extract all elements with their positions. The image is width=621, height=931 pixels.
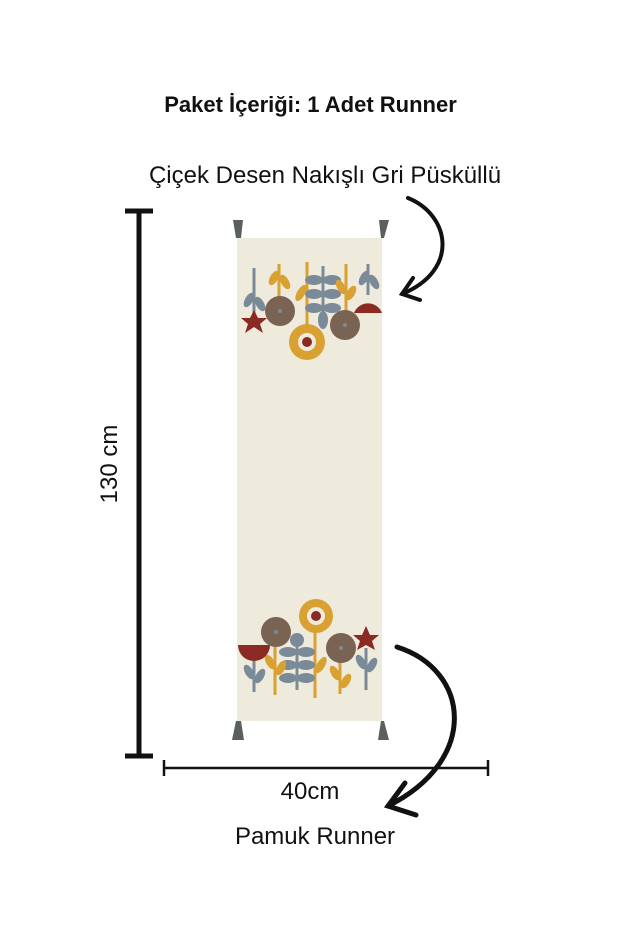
- table-runner: [232, 220, 389, 740]
- package-contents-title: Paket İçeriği: 1 Adet Runner: [164, 92, 457, 117]
- width-label: 40cm: [280, 778, 340, 805]
- height-label: 130 cm: [96, 424, 123, 504]
- bottom-flower-embroidery: [238, 599, 379, 698]
- material-callout-text: Pamuk Runner: [234, 823, 396, 850]
- embroidery-callout-text: Çiçek Desen Nakışlı Gri Püsküllü: [148, 162, 502, 189]
- height-dimension-line: [125, 208, 153, 759]
- curved-arrow-icon: [383, 644, 457, 818]
- tassel-icon: [232, 220, 389, 740]
- curved-arrow-icon: [398, 196, 445, 302]
- top-flower-embroidery: [241, 262, 382, 360]
